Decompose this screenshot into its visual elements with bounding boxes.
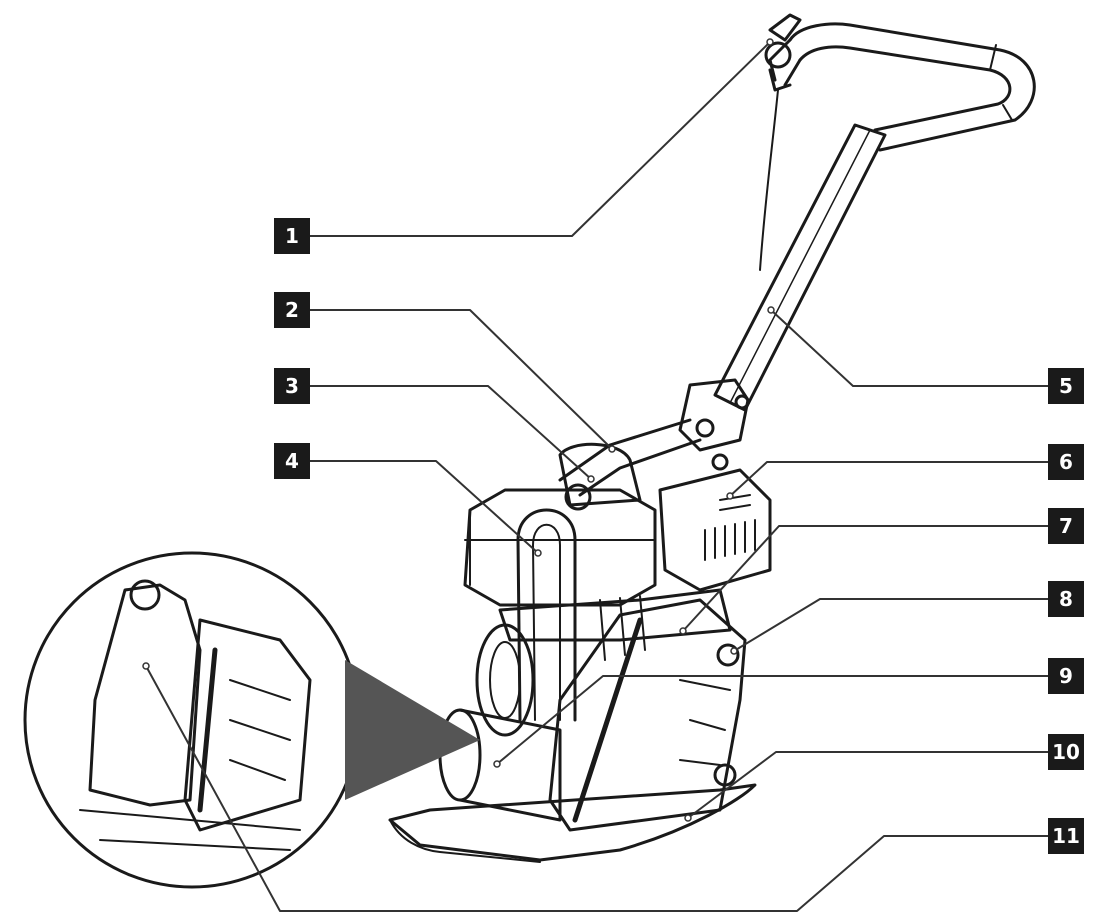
engine-body <box>475 588 732 737</box>
callout-7: 7 <box>1048 508 1084 544</box>
handle-bar <box>768 22 1036 152</box>
leader-4 <box>309 460 539 554</box>
leader-lines <box>145 41 1049 912</box>
leader-dots <box>142 38 775 822</box>
callout-8: 8 <box>1048 581 1084 617</box>
lifting-bar <box>516 508 577 722</box>
leader-5 <box>770 309 1049 387</box>
leader-6 <box>729 461 1049 497</box>
base-plate <box>388 763 757 863</box>
callout-10: 10 <box>1048 734 1084 770</box>
callout-9: 9 <box>1048 658 1084 694</box>
callout-3: 3 <box>274 368 310 404</box>
callout-5: 5 <box>1048 368 1084 404</box>
leader-7 <box>682 525 1049 632</box>
muffler <box>658 468 772 592</box>
leader-11 <box>145 665 1049 912</box>
magnifier-pointer <box>345 660 480 800</box>
leader-10 <box>687 751 1049 819</box>
callout-11: 11 <box>1048 818 1084 854</box>
callout-4: 4 <box>274 443 310 479</box>
leader-9 <box>496 675 1049 765</box>
throttle-lever <box>759 13 802 271</box>
leader-1 <box>309 41 771 237</box>
detail-magnifier <box>23 551 361 889</box>
callout-2: 2 <box>274 292 310 328</box>
leader-2 <box>309 309 613 450</box>
handle-column <box>558 123 887 497</box>
callout-6: 6 <box>1048 444 1084 480</box>
leader-8 <box>733 598 1049 652</box>
callout-1: 1 <box>274 218 310 254</box>
leader-3 <box>309 385 592 480</box>
